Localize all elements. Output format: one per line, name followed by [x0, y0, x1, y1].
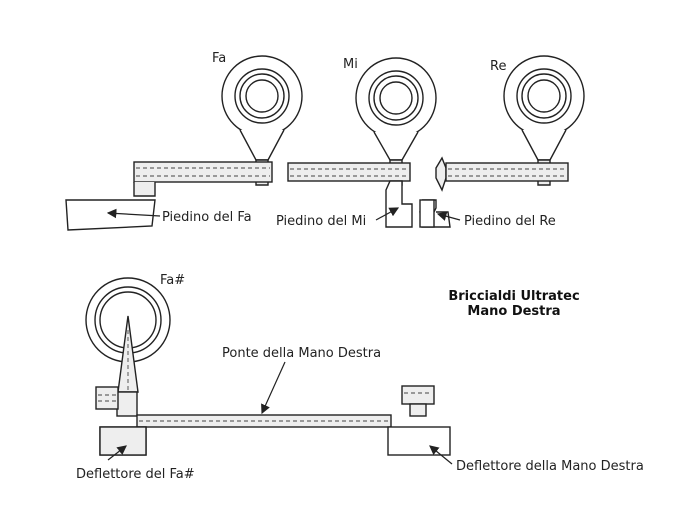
label-re: Re	[490, 59, 506, 74]
re-foot	[419, 199, 451, 228]
fa-sharp-deflector	[99, 426, 147, 456]
fa-sharp-stop-block	[95, 386, 119, 410]
arrow-piedino-fa	[106, 208, 161, 219]
label-fa: Fa	[212, 51, 226, 66]
label-piedino-mi: Piedino del Mi	[276, 214, 366, 229]
label-deflettore-mano-destra: Deflettore della Mano Destra	[456, 459, 644, 474]
label-piedino-re: Piedino del Re	[464, 214, 556, 229]
mi-re-tube	[287, 156, 569, 192]
right-hand-deflector	[387, 385, 451, 456]
arrow-deflettore-mano-destra	[429, 445, 453, 465]
right-hand-bridge	[136, 414, 392, 428]
label-fa-sharp: Fa#	[160, 273, 185, 288]
fa-sharp-key-cup	[85, 277, 171, 417]
arrow-piedino-mi	[375, 207, 400, 221]
arrow-ponte	[261, 361, 286, 415]
diagram-title-line2: Mano Destra	[467, 304, 560, 319]
mi-foot	[385, 180, 413, 228]
arrow-deflettore-fa-sharp	[107, 445, 127, 461]
diagram-title-line1: Briccialdi Ultratec	[448, 289, 579, 304]
fa-tube	[133, 161, 273, 197]
label-mi: Mi	[343, 57, 358, 72]
label-deflettore-fa-sharp: Deflettore del Fa#	[76, 467, 195, 482]
label-piedino-fa: Piedino del Fa	[162, 210, 252, 225]
arrow-piedino-re	[436, 211, 461, 221]
label-ponte: Ponte della Mano Destra	[222, 346, 381, 361]
